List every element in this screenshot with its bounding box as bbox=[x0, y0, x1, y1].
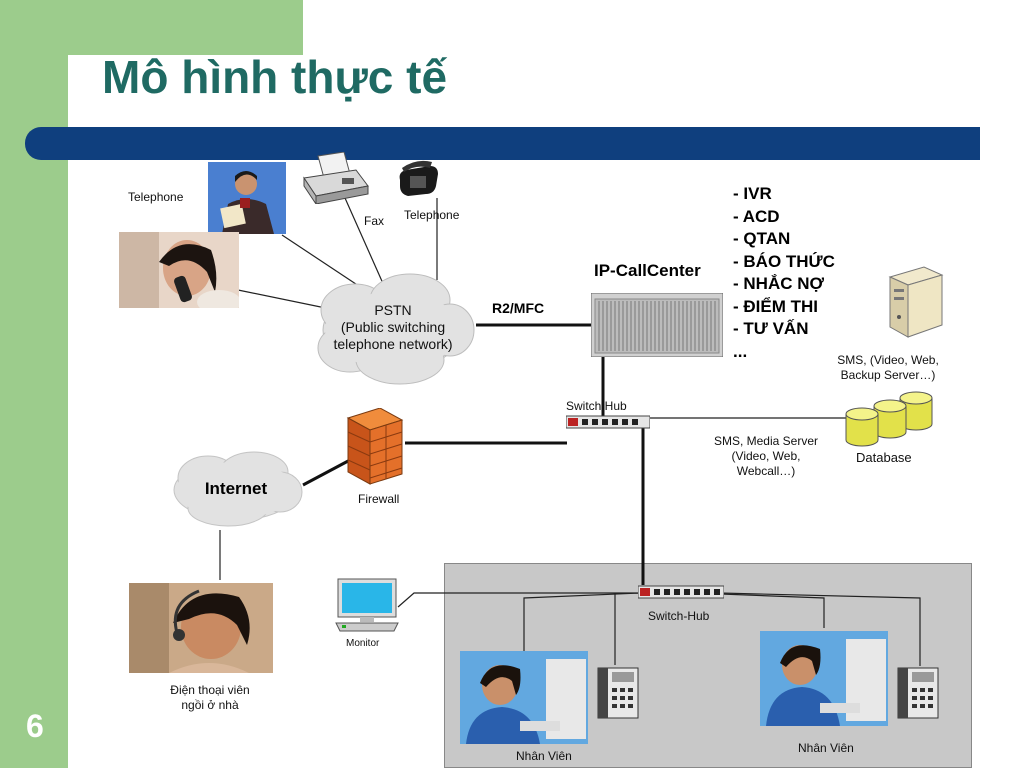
r2-mfc-label: R2/MFC bbox=[492, 300, 545, 316]
agent-2-photo bbox=[760, 631, 888, 726]
home-agent-photo bbox=[129, 583, 273, 673]
pstn-cloud: PSTN (Public switching telephone network… bbox=[310, 270, 476, 386]
firewall-icon bbox=[346, 407, 404, 486]
fax-label: Fax bbox=[364, 214, 385, 228]
home-agent-label: Điện thoại viên ngồi ở nhà bbox=[150, 683, 270, 713]
switch-hub-bottom-label: Switch-Hub bbox=[648, 609, 710, 623]
database-label: Database bbox=[856, 450, 912, 465]
internet-cloud: Internet bbox=[168, 448, 304, 530]
pstn-text: PSTN (Public switching telephone network… bbox=[310, 302, 476, 353]
pstn-line3: telephone network) bbox=[333, 336, 453, 352]
home-agent-line1: Điện thoại viên bbox=[170, 683, 250, 697]
feature-more: ... bbox=[733, 341, 748, 361]
telephone-person-photo bbox=[208, 162, 286, 234]
telephone-left-label: Telephone bbox=[128, 190, 184, 204]
database-icon bbox=[840, 388, 940, 448]
woman-phone-photo bbox=[119, 232, 239, 308]
media-server-label: SMS, Media Server (Video, Web, Webcall…) bbox=[700, 434, 832, 479]
feature-acd: - ACD bbox=[733, 206, 780, 226]
slide-title: Mô hình thực tế bbox=[102, 51, 448, 103]
agent-2-label: Nhân Viên bbox=[798, 741, 854, 755]
backup-server-line2: Backup Server…) bbox=[840, 368, 936, 382]
home-agent-line2: ngồi ở nhà bbox=[181, 698, 239, 712]
pstn-line1: PSTN bbox=[374, 302, 412, 318]
agent-1-label: Nhân Viên bbox=[516, 749, 572, 763]
internet-label: Internet bbox=[204, 479, 268, 498]
firewall-label: Firewall bbox=[358, 492, 400, 506]
feature-list: - IVR - ACD - QTAN - BÁO THỨC - NHẮC NỢ … bbox=[733, 183, 835, 363]
feature-nhac-no: - NHẮC NỢ bbox=[733, 274, 824, 293]
page-number: 6 bbox=[26, 708, 44, 744]
switch-hub-bottom-device bbox=[637, 584, 725, 600]
feature-qtan: - QTAN bbox=[733, 229, 791, 248]
feature-ivr: - IVR bbox=[733, 184, 772, 203]
pstn-line2: (Public switching bbox=[340, 319, 446, 335]
backup-server-icon bbox=[880, 263, 950, 339]
media-server-line1: SMS, Media Server bbox=[713, 434, 819, 448]
desk-telephone-icon bbox=[396, 158, 440, 198]
top-accent-block bbox=[68, 0, 303, 55]
fax-machine bbox=[298, 151, 370, 206]
feature-bao-thuc: - BÁO THỨC bbox=[733, 251, 835, 271]
agent-1-phone bbox=[596, 666, 640, 720]
switch-hub-top-label: Switch Hub bbox=[566, 399, 627, 413]
switch-hub-top-device bbox=[565, 414, 651, 430]
media-server-line3: Webcall…) bbox=[736, 464, 796, 478]
title-underline-bar bbox=[25, 127, 980, 160]
backup-server-label: SMS, (Video, Web, Backup Server…) bbox=[820, 353, 956, 383]
backup-server-line1: SMS, (Video, Web, bbox=[837, 353, 939, 367]
callcenter-server-rack bbox=[590, 292, 724, 358]
feature-diem-thi: - ĐIỂM THI bbox=[733, 296, 818, 316]
agent-1-photo bbox=[460, 651, 588, 744]
callcenter-label: IP-CallCenter bbox=[594, 261, 701, 280]
monitor-label: Monitor bbox=[346, 638, 380, 649]
agent-2-phone bbox=[896, 666, 940, 720]
media-server-line2: (Video, Web, bbox=[731, 449, 801, 463]
monitor-icon bbox=[334, 577, 400, 635]
feature-tu-van: - TƯ VẤN bbox=[733, 319, 809, 338]
telephone-right-label: Telephone bbox=[404, 208, 460, 222]
